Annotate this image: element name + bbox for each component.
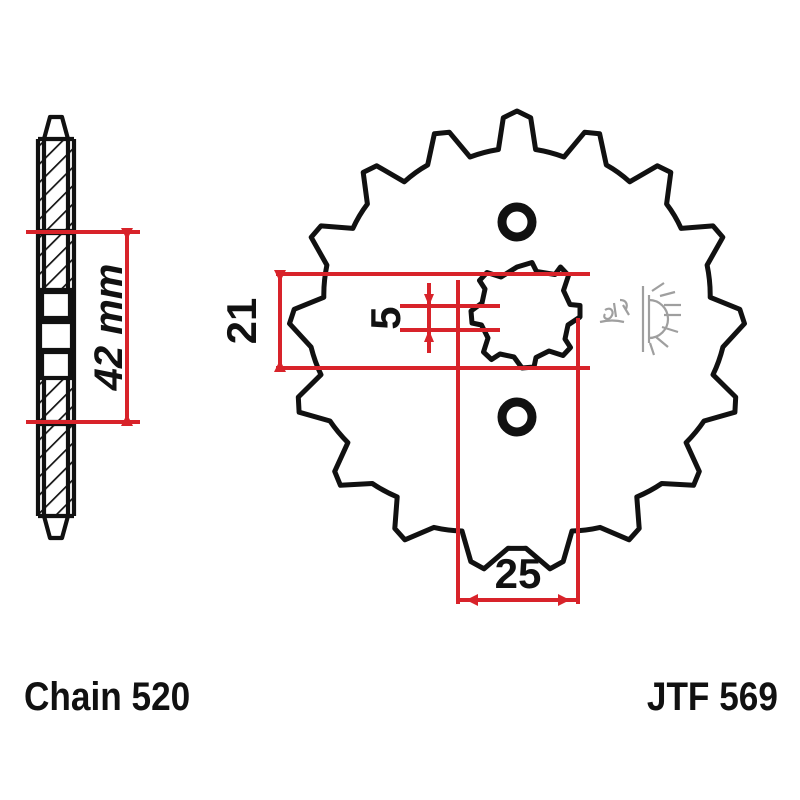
dim-21-arrow-up: [274, 270, 286, 282]
side-hub-chambers: [37, 289, 75, 381]
dim-42-arrow-down: [121, 414, 133, 426]
side-section-view: [35, 114, 77, 541]
dim-25-label: 25: [495, 550, 542, 597]
dimension-5: 5: [362, 283, 500, 353]
center-spline-hole: [468, 260, 583, 371]
dim-21-arrow-down: [274, 360, 286, 372]
dim-5-label: 5: [362, 306, 409, 329]
part-number-label: JTF 569: [647, 674, 778, 719]
chain-spec-label: Chain 520: [24, 674, 190, 719]
dimension-21: 21: [218, 270, 590, 372]
bolt-hole-upper: [497, 202, 537, 242]
dim-42-label: 42 mm: [87, 264, 131, 392]
bolt-hole-lower: [497, 397, 537, 437]
dim-21-label: 21: [218, 298, 265, 345]
jt-sprockets-emblem-icon: [599, 282, 681, 356]
dimension-42mm: 42 mm: [26, 228, 140, 426]
dimension-25: 25: [456, 280, 580, 606]
dim-25-arrow-left: [466, 594, 478, 606]
dim-5-arrow-down: [424, 294, 434, 306]
dim-42-arrow-up: [121, 228, 133, 240]
dim-25-arrow-right: [558, 594, 570, 606]
front-view: [287, 108, 747, 572]
dim-5-arrow-up: [424, 330, 434, 342]
